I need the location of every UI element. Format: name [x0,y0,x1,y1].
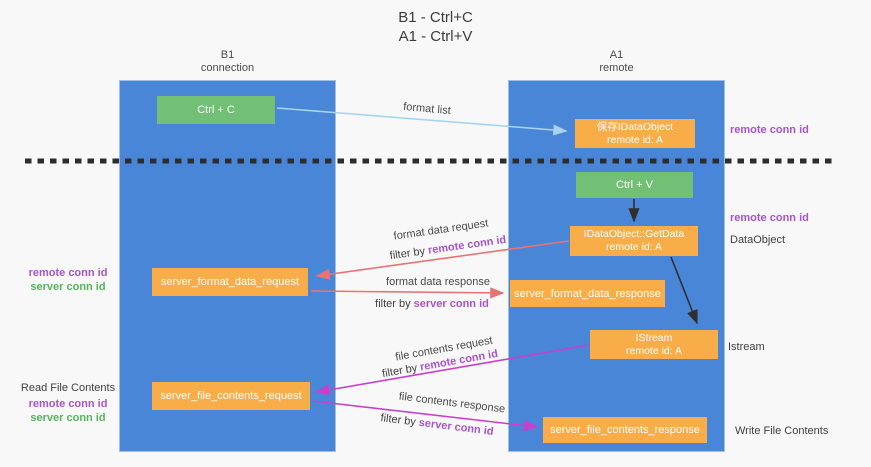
idataobject-getdata-box: IDataObject::GetData remote id: A [570,226,698,256]
server-format-data-response-label: server_format_data_response [514,287,661,300]
server-file-contents-response-label: server_file_contents_response [550,424,700,436]
arrow-format-data-request [315,240,570,280]
lane-a1-subtitle: remote [599,62,634,74]
ctrl-c-box: Ctrl + C [157,96,275,124]
filter-by-text: filter by [375,298,414,310]
left-conn-id-group-1: remote conn id server conn id [20,266,116,294]
left-server-conn-id-2: server conn id [30,412,106,424]
format-data-response-label: format data response [386,276,490,288]
server-format-data-request-label: server_format_data_request [160,276,300,288]
arrow-format-data-response [310,287,505,299]
server-file-contents-request-label: server_file_contents_request [160,390,302,402]
istream-remote-id: remote id: A [625,344,683,357]
lane-header-b1: B1 connection [119,49,336,75]
lane-b1-subtitle: connection [200,62,255,74]
diagram-title-line2: A1 - Ctrl+V [398,28,473,45]
dataobject-annotation: DataObject [730,234,786,246]
server-format-data-request-box: server_format_data_request [152,268,308,296]
istream-label: IStream [635,331,673,344]
lane-a1-title: A1 [609,49,624,61]
server-file-contents-request-box: server_file_contents_request [152,382,310,410]
server-conn-id-text: server conn id [413,298,489,310]
ctrl-v-box: Ctrl + V [576,172,693,198]
remote-conn-id-annotation-top: remote conn id [730,124,809,136]
save-idataobject-label: 保存IDataObject [596,120,674,133]
lane-b1-title: B1 [220,49,235,61]
remote-conn-id-annotation-mid: remote conn id [730,212,809,224]
arrow-file-contents-response [312,400,539,432]
ctrl-v-label: Ctrl + V [616,179,653,191]
filter-by-server-conn-id-label-1: filter by server conn id [375,298,489,310]
left-remote-conn-id-1: remote conn id [28,267,108,279]
arrow-getdata-to-istream [670,256,698,325]
read-file-contents-annotation-wrap: Read File Contents [20,381,116,395]
arrow-file-contents-request [315,344,590,396]
left-server-conn-id-1: server conn id [30,281,106,293]
server-file-contents-response-box: server_file_contents_response [543,417,707,443]
istream-annotation: Istream [728,341,765,353]
arrow-format-list [276,107,568,136]
save-idataobject-box: 保存IDataObject remote id: A [575,119,695,148]
write-file-contents-annotation: Write File Contents [735,425,829,437]
lane-header-a1: A1 remote [508,49,725,75]
getdata-remote-id: remote id: A [605,241,663,253]
getdata-label: IDataObject::GetData [583,228,685,240]
save-idataobject-remote-id: remote id: A [606,133,664,146]
diagram-title-line1: B1 - Ctrl+C [398,9,473,26]
left-remote-conn-id-2: remote conn id [28,398,108,410]
ctrl-c-label: Ctrl + C [197,104,235,116]
read-file-contents-annotation: Read File Contents [20,382,116,394]
istream-box: IStream remote id: A [590,330,718,359]
server-format-data-response-box: server_format_data_response [510,280,665,307]
left-conn-id-group-2: remote conn id server conn id [20,397,116,425]
